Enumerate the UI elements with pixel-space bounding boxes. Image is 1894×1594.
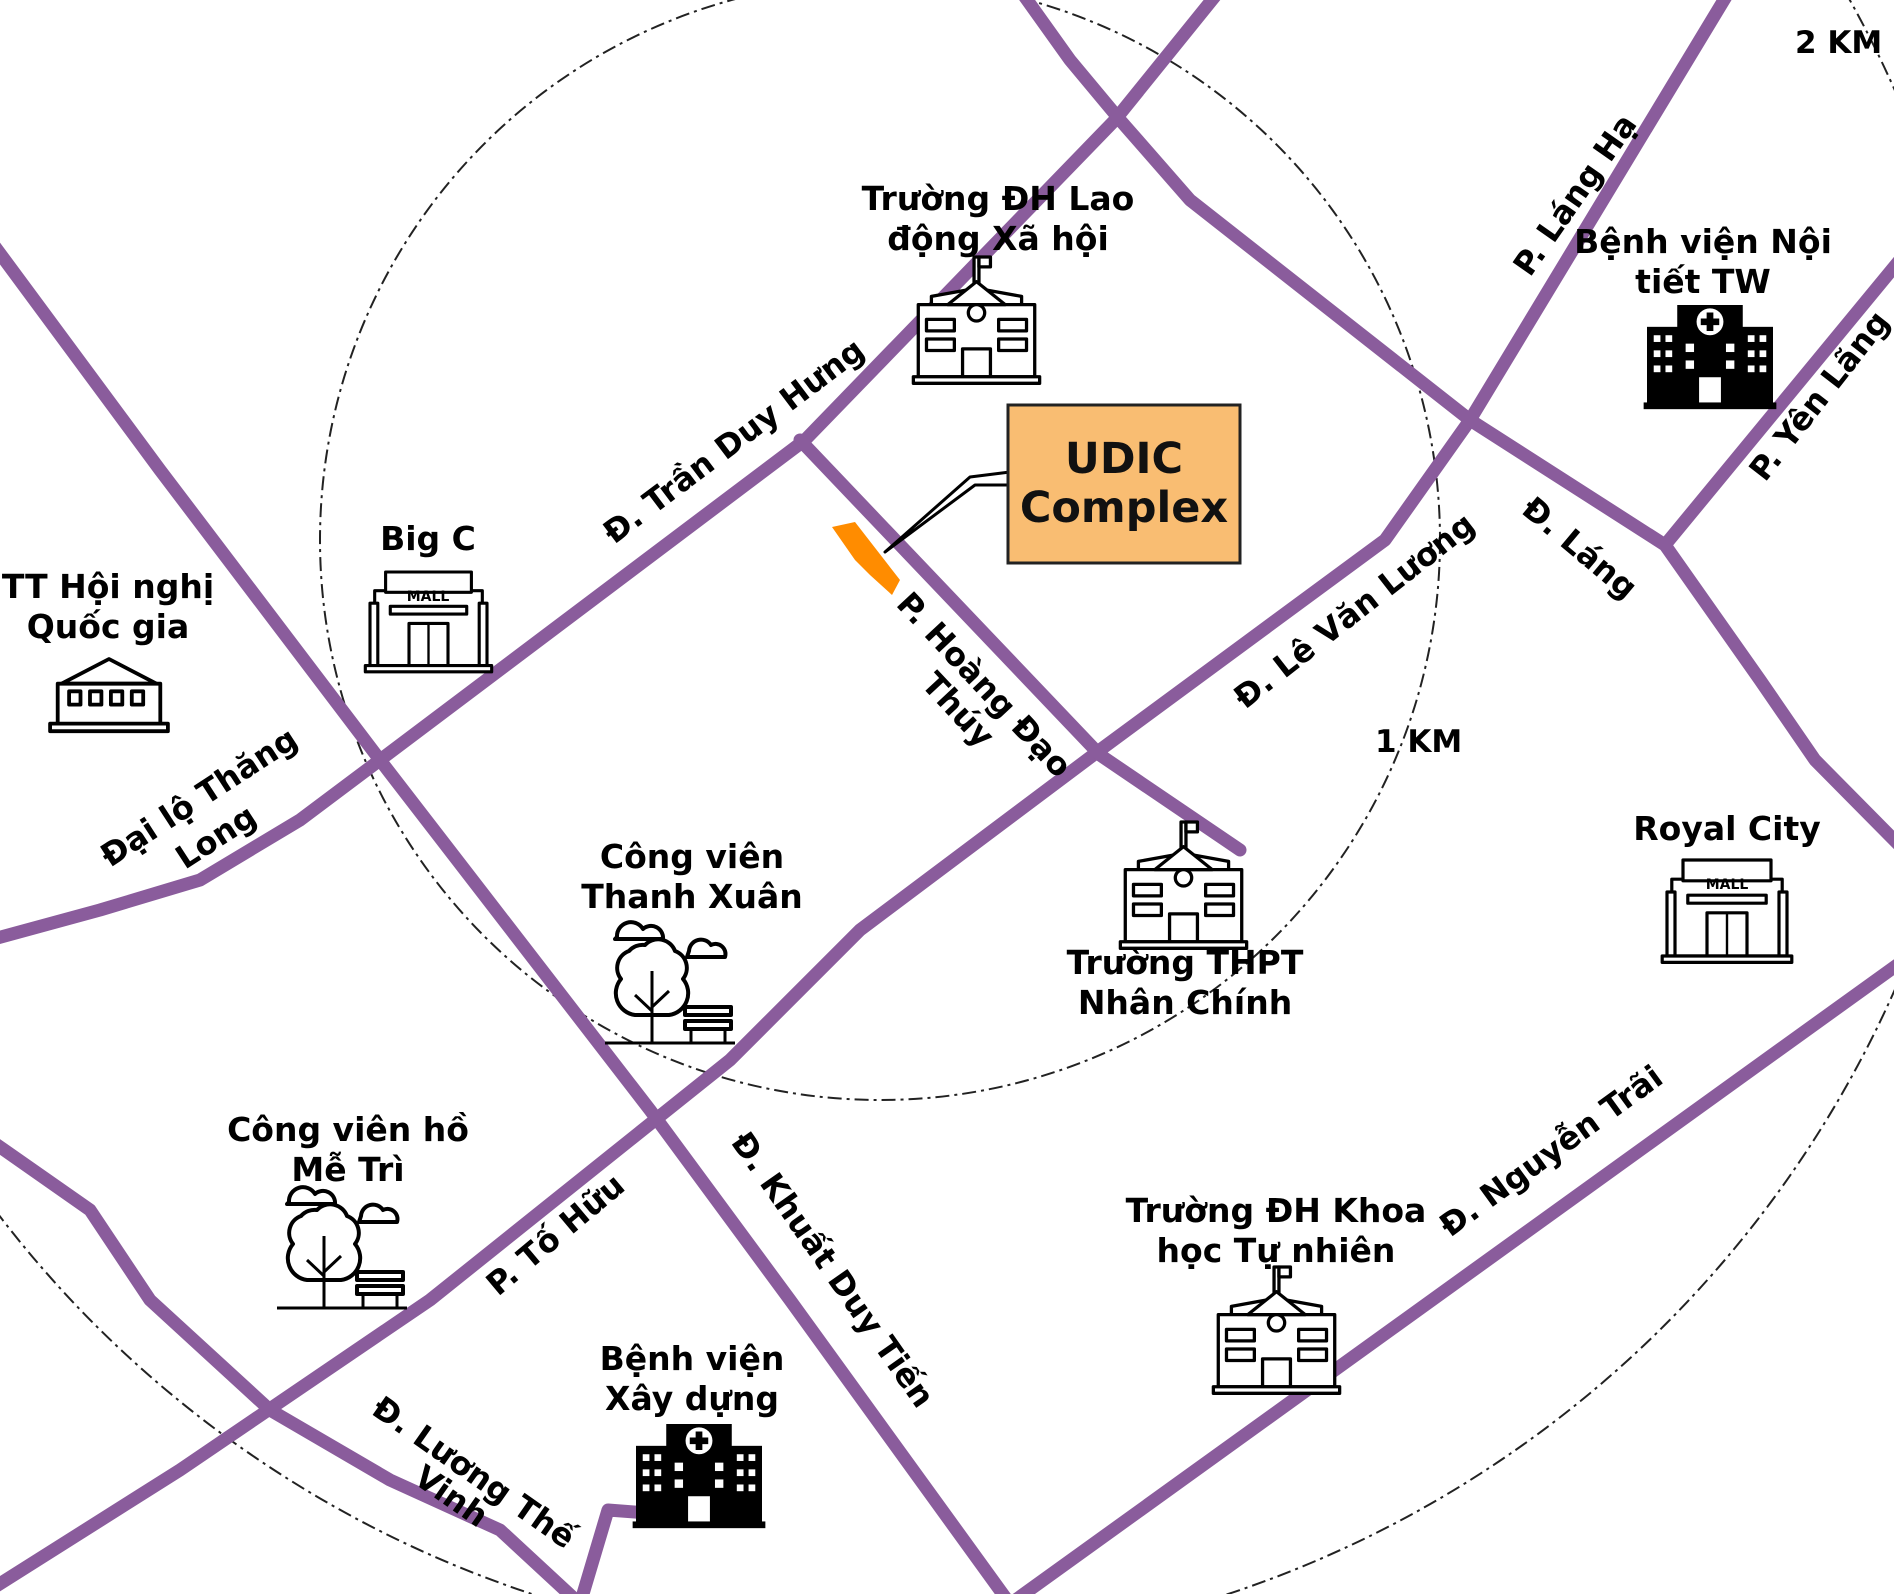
- poi-label-line1: Bệnh viện: [600, 1339, 785, 1378]
- poi-label-line2: Xây dựng: [605, 1379, 779, 1418]
- hospital-icon: [1643, 305, 1777, 410]
- poi-label-line2: tiết TW: [1635, 262, 1771, 301]
- poi-label-line2: học Tự nhiên: [1157, 1231, 1396, 1270]
- ring-label-1km: 1 KM: [1375, 724, 1462, 760]
- road-tran-duy-hung: [0, 0, 1221, 945]
- poi-label-line1: Trường ĐH Lao: [862, 179, 1135, 218]
- mall-sign: MALL: [407, 589, 450, 605]
- poi-label-line1: Royal City: [1633, 809, 1820, 848]
- poi-label-line2: động Xã hội: [887, 219, 1109, 258]
- road-khuat-duy-tien: [0, 242, 1011, 1594]
- udic-complex-callout: UDIC Complex: [1006, 403, 1242, 565]
- udic-title-line2: Complex: [1020, 483, 1229, 533]
- ring-label-2km: 2 KM: [1795, 25, 1882, 61]
- poi-label-line1: Công viên: [600, 837, 784, 876]
- hospital-icon: [632, 1424, 766, 1529]
- poi-label-line1: TT Hội nghị: [2, 567, 214, 606]
- poi-royal-city: Royal City MALL: [1633, 809, 1821, 965]
- poi-thpt-nhan-chinh: Trường THPT Nhân Chính: [1067, 820, 1304, 1022]
- poi-big-c: Big C MALL: [363, 519, 494, 674]
- road-label-le-van-luong: Đ. Lê Văn Lương: [1227, 505, 1482, 716]
- mall-icon: [1660, 858, 1794, 965]
- park-icon: [603, 920, 737, 1045]
- road-label-hoang-dao-thuy-1: P. Hoàng Đạo: [889, 585, 1079, 785]
- road-lang: [1019, 0, 1894, 850]
- poi-label-line2: Quốc gia: [27, 607, 189, 646]
- poi-label-line2: Nhân Chính: [1078, 983, 1292, 1022]
- poi-tt-hoi-nghi: TT Hội nghị Quốc gia: [2, 567, 214, 734]
- poi-bv-noi-tiet: Bệnh viện Nội tiết TW: [1574, 222, 1832, 410]
- poi-label-line2: Thanh Xuân: [581, 877, 802, 916]
- convention-center-icon: [48, 657, 170, 734]
- mall-sign: MALL: [1706, 877, 1749, 893]
- poi-label-line1: Trường ĐH Khoa: [1126, 1191, 1427, 1230]
- school-icon: [1211, 1265, 1342, 1395]
- road-nguyen-trai: [1012, 959, 1894, 1594]
- udic-site-marker: [832, 522, 900, 595]
- poi-label-line1: Công viên hồ: [227, 1110, 469, 1149]
- road-le-van-luong: [0, 0, 1732, 1592]
- udic-title-line1: UDIC: [1065, 434, 1183, 484]
- poi-cv-me-tri: Công viên hồ Mễ Trì: [227, 1110, 469, 1310]
- poi-label-line2: Mễ Trì: [291, 1150, 404, 1189]
- road-label-lang: Đ. Láng: [1515, 489, 1645, 607]
- poi-bv-xay-dung: Bệnh viện Xây dựng: [600, 1339, 785, 1529]
- poi-cv-thanh-xuan: Công viên Thanh Xuân: [581, 837, 803, 1045]
- school-icon: [911, 255, 1042, 385]
- road-luong-the-vinh: [0, 1139, 579, 1594]
- poi-label-line1: Bệnh viện Nội: [1574, 222, 1832, 261]
- poi-label-line1: Trường THPT: [1067, 943, 1304, 982]
- poi-dh-khtn: Trường ĐH Khoa học Tự nhiên: [1126, 1191, 1427, 1395]
- poi-label-line1: Big C: [380, 519, 476, 558]
- road-label-tran-duy-hung: Đ. Trần Duy Hưng: [596, 331, 871, 552]
- road-yen-lang: [1658, 256, 1894, 552]
- poi-dh-lao-dong: Trường ĐH Lao động Xã hội: [862, 179, 1135, 385]
- road-hoang-dao-thuy: [793, 433, 1247, 857]
- mall-icon: [363, 570, 494, 674]
- ring-1km: [319, 0, 1441, 1101]
- park-icon: [275, 1185, 409, 1310]
